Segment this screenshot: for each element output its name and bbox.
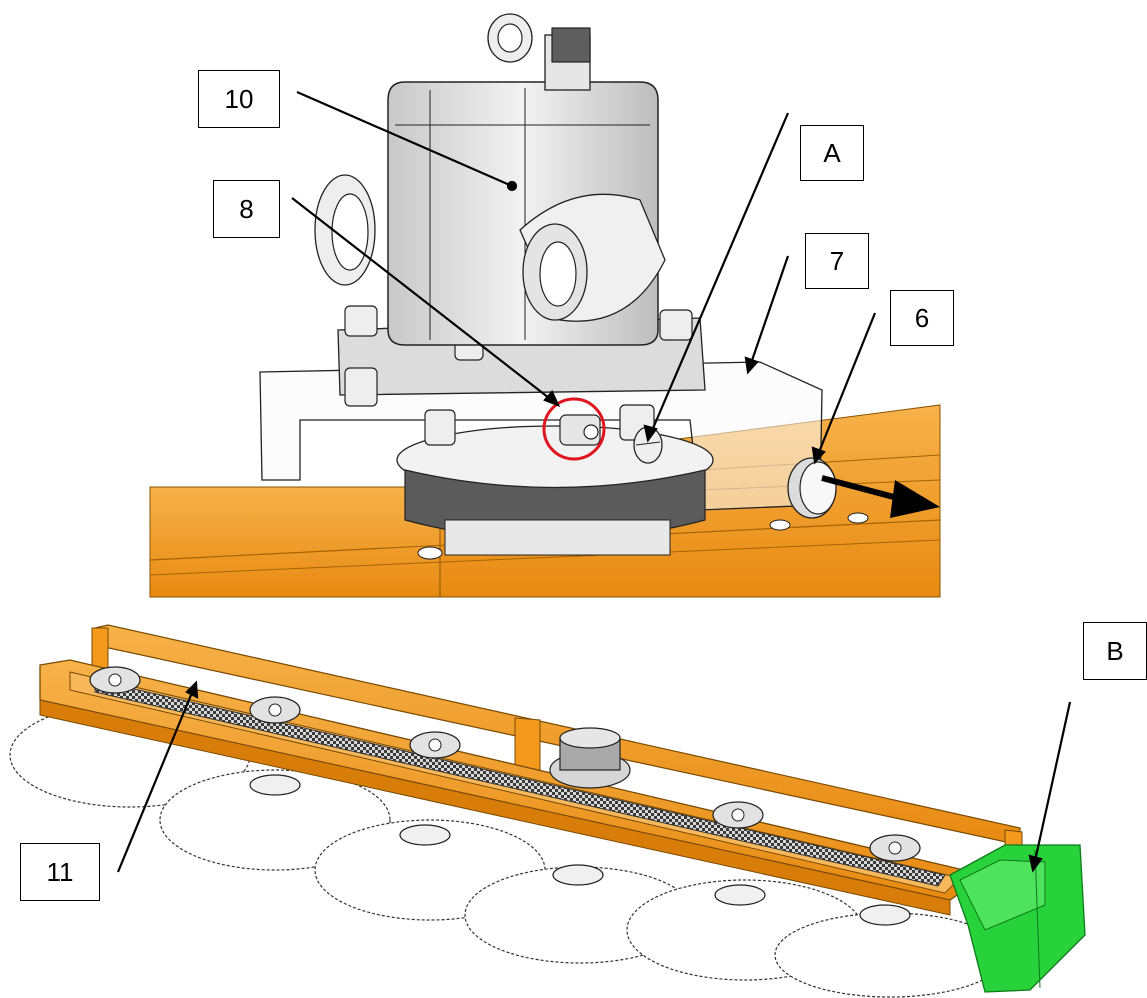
leader-lines-top <box>291 90 877 465</box>
flange-bolts <box>344 305 693 446</box>
gearbox-housing <box>314 13 666 346</box>
callout-7: 7 <box>805 233 869 289</box>
center-gearbox <box>549 727 631 789</box>
removal-arrow-head <box>890 480 940 518</box>
callout-B: B <box>1083 622 1147 680</box>
callout-10: 10 <box>198 70 280 128</box>
callout-8: 8 <box>213 180 280 238</box>
callout-6: 6 <box>890 290 954 346</box>
callout-11: 11 <box>20 843 100 901</box>
leader-lines-bottom <box>116 680 1072 873</box>
plug <box>787 457 837 519</box>
highlight-circle <box>542 397 606 461</box>
callout-A: A <box>800 125 864 181</box>
cutter-bar-view <box>9 624 1086 998</box>
removal-arrow-shaft <box>821 475 906 503</box>
